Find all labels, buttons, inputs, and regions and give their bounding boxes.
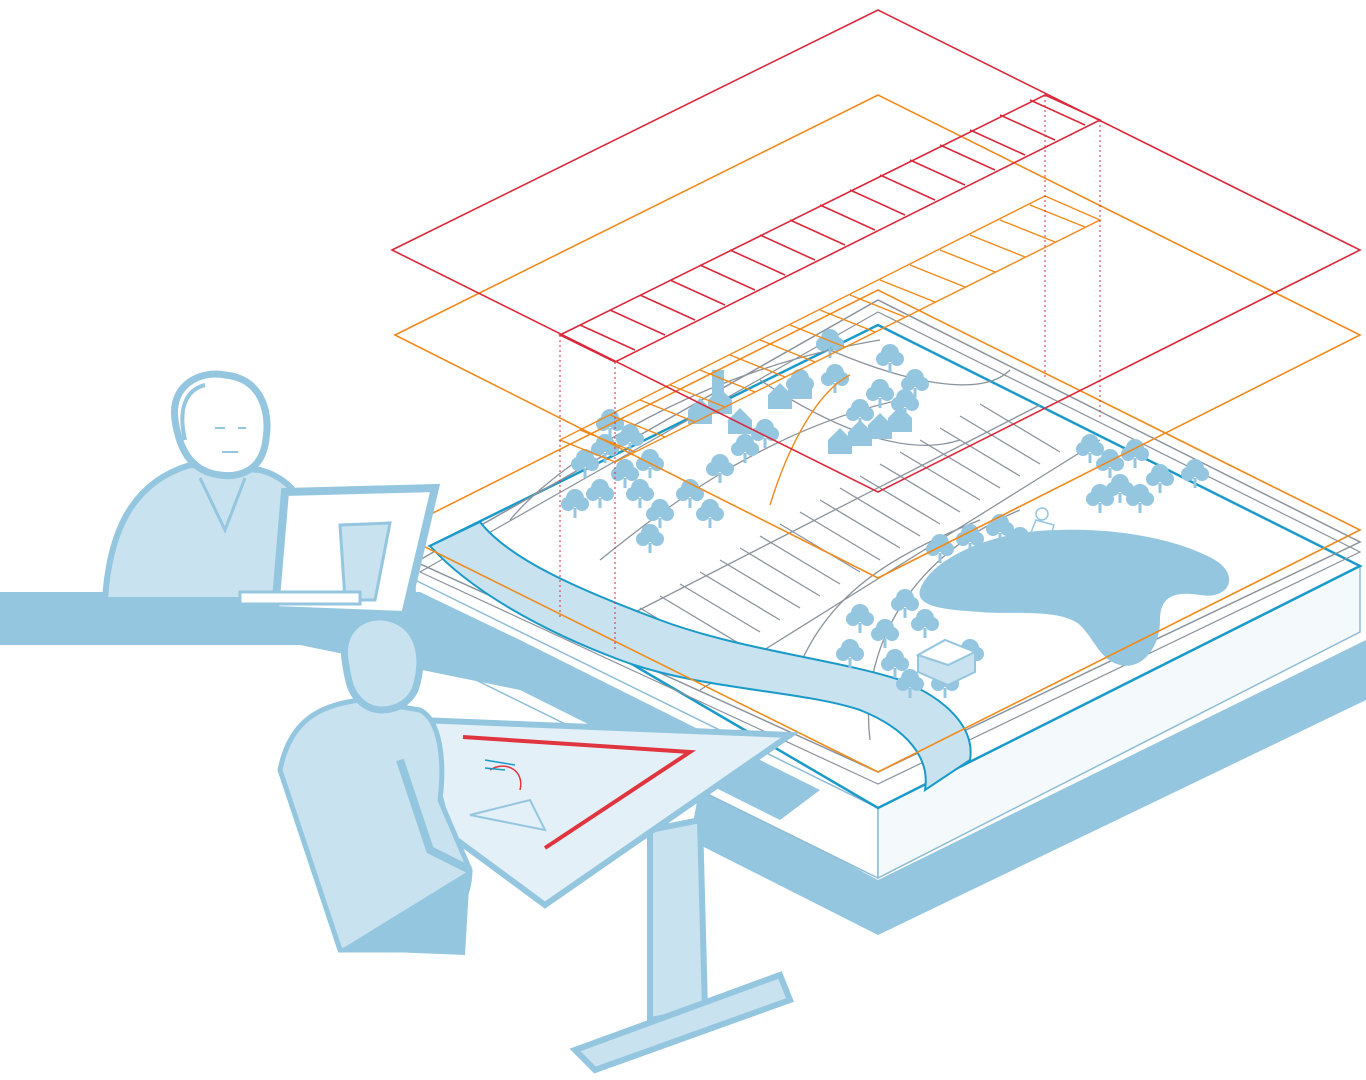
church-tower bbox=[712, 370, 724, 400]
drafting-table bbox=[420, 720, 790, 1070]
orange-layer-upper bbox=[395, 95, 1360, 578]
